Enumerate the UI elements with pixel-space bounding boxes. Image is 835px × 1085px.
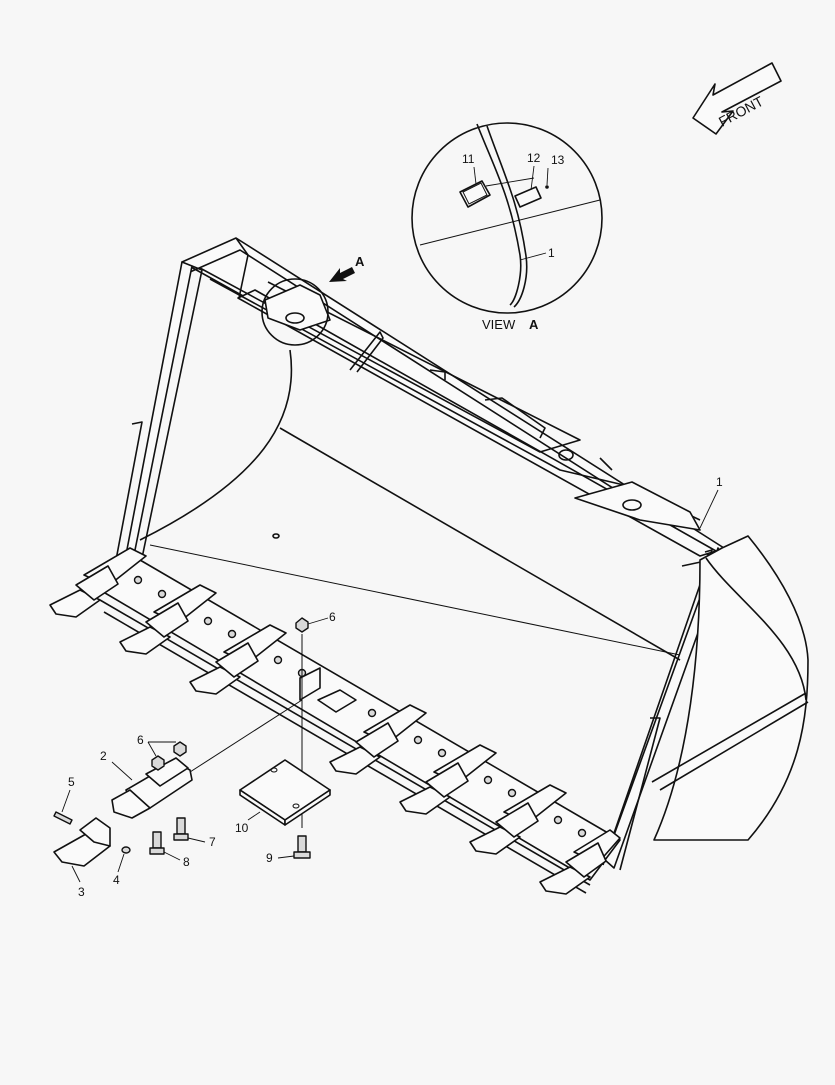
- callout-9: 9: [266, 851, 273, 865]
- bolt-9: [277, 835, 311, 859]
- callout-3: 3: [78, 885, 85, 899]
- callout-5: 5: [68, 775, 75, 789]
- callout-2: 2: [100, 749, 107, 763]
- callout-1-view: 1: [548, 246, 555, 260]
- tooth-2: [119, 584, 217, 655]
- tooth-4: [329, 704, 427, 775]
- callout-13: 13: [551, 153, 565, 167]
- callout-6-edge: 6: [329, 610, 336, 624]
- callout-1-main: 1: [716, 475, 723, 489]
- tooth-3: [189, 624, 287, 695]
- adapter-2: [111, 699, 303, 819]
- tooth-6: [469, 784, 567, 855]
- tooth-3-exploded: [53, 817, 111, 883]
- adapter-nuts-6: [147, 741, 187, 771]
- bolt-7: [173, 817, 206, 843]
- callout-7: 7: [209, 835, 216, 849]
- front-direction-arrow: FRONT: [692, 62, 782, 135]
- bucket-body: [115, 237, 809, 871]
- callout-10: 10: [235, 821, 249, 835]
- view-label-prefix: VIEW: [482, 317, 516, 332]
- tooth-1: [49, 547, 147, 618]
- view-arrow-label: A: [355, 254, 365, 269]
- teeth-row: [49, 547, 621, 895]
- tooth-7: [539, 829, 621, 895]
- tooth-5: [399, 744, 497, 815]
- callout-12: 12: [527, 151, 541, 165]
- wear-plate-10: [239, 759, 331, 826]
- bolt-8: [149, 831, 181, 861]
- view-label-letter: A: [529, 317, 539, 332]
- view-a-arrow: [329, 267, 355, 282]
- retainer-4: [117, 846, 131, 873]
- callout-6-adapter: 6: [137, 733, 144, 747]
- callout-8: 8: [183, 855, 190, 869]
- callout-4: 4: [113, 873, 120, 887]
- pin-5: [53, 789, 73, 825]
- view-a-detail: [411, 122, 603, 314]
- callout-11: 11: [462, 152, 475, 166]
